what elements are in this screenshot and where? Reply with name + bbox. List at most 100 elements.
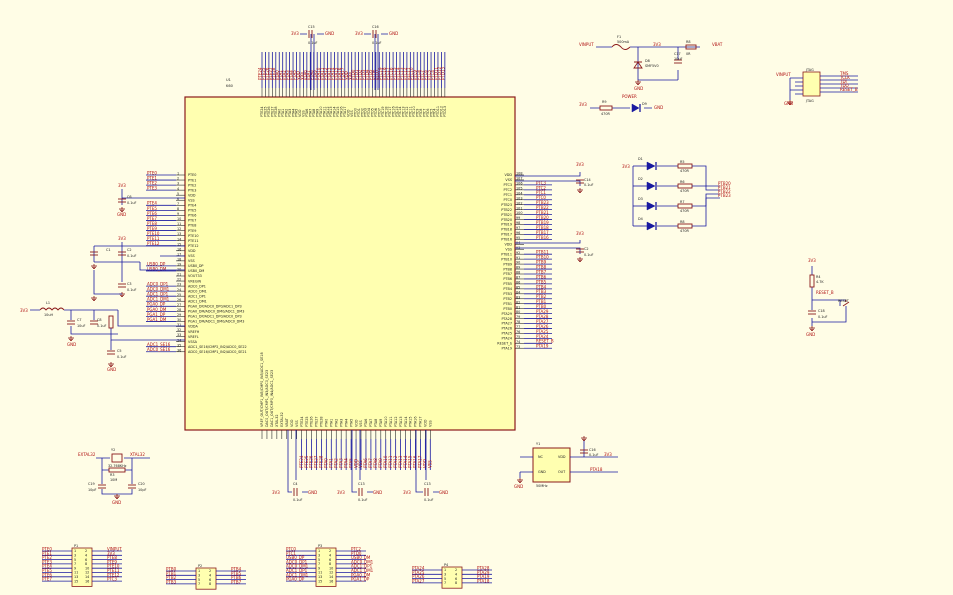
right-net-label: PTB5	[536, 279, 547, 284]
jtag-reset: RESET_B	[840, 87, 858, 92]
mcu-bottom-pin-name: DAC1_OUT/CMP0_IN4/ADC1_SE23	[270, 370, 274, 427]
mcu-right-pin-name: VDD	[504, 173, 512, 177]
mcu-bottom-net-label: PTA12	[393, 455, 398, 468]
mcu-right-pin-num: 106	[516, 182, 522, 186]
header-body	[441, 566, 463, 589]
mcu-left-pin-name: VDDA	[188, 325, 198, 329]
header-pin-num: 7	[198, 582, 200, 586]
mcu-right-pin-name: PTB23	[501, 203, 512, 207]
mcu-left-pin-num: 5	[177, 192, 179, 196]
mcu-bottom-net-label: PTA15	[408, 455, 413, 468]
header-net-left: PTE6	[42, 572, 52, 577]
mcu-top-pin-name: PTA15	[336, 107, 340, 118]
c2-value: 0.1uF	[127, 254, 137, 258]
mcu-top-pin-name: PTA16	[340, 107, 344, 118]
mcu-bottom-net-label: PTA10	[383, 455, 388, 468]
mcu-bottom-pin-name: XTAL32	[275, 414, 279, 427]
right-net-label: PTB21	[536, 210, 549, 215]
c19-value: 10pF	[88, 488, 96, 492]
mcu-top-pin-name: PTA13	[329, 107, 333, 118]
led-icon	[646, 201, 656, 211]
mcu-top-net-label: VDD	[344, 71, 349, 80]
right-net-label: PTB19	[536, 220, 549, 225]
left-net-label: PGA0_DP	[147, 302, 166, 307]
mcu-left-pin-name: VSS	[188, 198, 195, 202]
mcu-bottom-pin-name: VSS	[295, 420, 299, 427]
mcu-bottom-net-label: PTA13	[398, 455, 403, 468]
header-pin-num: 14	[329, 575, 333, 579]
mcu-bottom-pin-name: VSS	[359, 420, 363, 427]
mcu-top-pin-name: PTE27	[271, 106, 275, 117]
left-power-network: 3V3 C6 0.1uF GND 3V3 C1 C2 0.1uF C3 0.1u…	[20, 183, 185, 372]
left-net-labels: PTE0PTE1PTE2PTE3PTE4PTE5PTE6PTE7PTE8PTE9…	[146, 170, 176, 353]
header-net-left: PTA24	[412, 566, 425, 571]
header-net-right: PTA28	[477, 566, 490, 571]
header-pin-num: 8	[455, 581, 457, 585]
mcu-top-pin-name: PTC11	[409, 106, 413, 117]
mcu-top-pin-name: PTC10	[412, 106, 416, 117]
vinput-label: VINPUT	[579, 42, 594, 47]
mcu-left-pin-name: VDD	[188, 249, 196, 253]
left-net-label: PTE6	[147, 211, 157, 216]
right-net-label: PTC3	[536, 180, 546, 185]
jtag-vinput: VINPUT	[776, 72, 791, 77]
mcu-bottom-pin-name: VBAT	[285, 417, 289, 427]
power-input: VINPUT F1 500mA 3V3 D8 SMF5V0 C17 10uF R…	[579, 35, 723, 116]
mcu-left-pin-name: VREFH	[188, 330, 200, 334]
mcu-right-pin-name: PTB18	[501, 228, 512, 232]
mcu-bottom-pin-name: PTE26	[310, 416, 314, 427]
header-pin-num: 7	[74, 562, 76, 566]
f1-ref: F1	[617, 35, 621, 39]
led-ref: D2	[638, 177, 643, 181]
led-res-ref: R8	[680, 220, 685, 224]
c18-value: 0.1uF	[818, 315, 828, 319]
header-pin-num: 6	[455, 577, 457, 581]
mcu-right-pin-num: 89	[516, 266, 520, 270]
extal32-label: EXTAL32	[78, 452, 96, 457]
mcu-left-pin-num: 27	[177, 303, 181, 307]
header-pin-num: 16	[329, 579, 333, 583]
reset-net: RESET_B	[816, 290, 834, 295]
mcu-left-pin-name: PTE4	[188, 204, 196, 208]
mcu-right-pin-name: PTB0	[503, 307, 512, 311]
mcu-top-net-label: PTA1	[278, 70, 283, 80]
left-net-label: PTE11	[147, 236, 160, 241]
header-net-right: ADC0_DM1	[351, 559, 374, 564]
header-net-right: VINPUT	[107, 547, 122, 552]
mcu-top-pin-name: VSS	[302, 110, 306, 117]
mcu-bottom-pin-name: PTA5	[349, 419, 353, 427]
mcu-top-pin-name: PTA10	[319, 107, 323, 118]
c14-value: 0.1uF	[372, 41, 382, 45]
mcu-right-pin-num: 77	[516, 325, 520, 329]
c8-value: 0.1uF	[97, 324, 107, 328]
gnd-in: GND	[634, 86, 643, 91]
mcu-right-pin-num: 73	[516, 345, 520, 349]
mcu-bottom-pin-name: VREF_OUT/CMP1_IN5/CMP0_IN5/ADC1_SE18	[260, 352, 264, 427]
right-net-label: PTC0	[536, 195, 546, 200]
mcu-left-pin-num: 30	[177, 318, 181, 322]
mcu-top-net-label: PTA11	[320, 67, 325, 80]
mcu-top-net-label: PTC6	[423, 70, 428, 80]
r8-ref: R8	[686, 40, 691, 44]
led-wire	[692, 165, 720, 187]
led-res-ref: R7	[680, 200, 685, 204]
left-net-label: PGA0_DM	[147, 307, 167, 312]
mcu-top-net-label: PTD3	[361, 69, 366, 80]
jtag-tdi: TDI	[839, 79, 847, 84]
right-net-label: PTB11	[536, 250, 549, 255]
mcu-top-net-label: PTD0	[351, 69, 356, 80]
r4-value: 4.7K	[816, 280, 824, 284]
mcu-bottom-pin-name: PTA2	[334, 419, 338, 427]
mcu-right-pin-num: 88	[516, 271, 520, 275]
c17-ref: C17	[674, 52, 681, 56]
mcu-right-pin-num: 104	[516, 191, 522, 195]
mcu-left-pin-name: USB0_DM	[188, 269, 204, 273]
mcu-top-pin-name: PTC17	[388, 106, 392, 117]
mcu-right-pin-name: VDD	[504, 243, 512, 247]
header-net-right: PTC3	[107, 577, 117, 582]
mcu-left-pin-num: 10	[177, 217, 181, 221]
mcu-bottom-net-label: PTA11	[388, 455, 393, 468]
mcu-right-pin-name: PTB22	[501, 208, 512, 212]
header-pin-num: 7	[318, 562, 320, 566]
